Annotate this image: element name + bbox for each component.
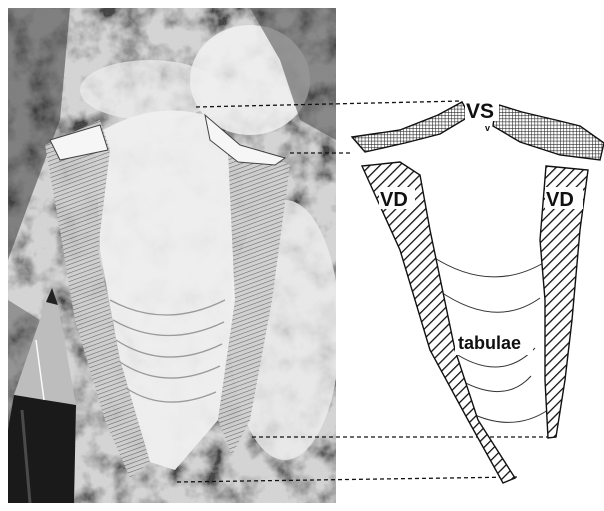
specimen-photo [8,8,340,503]
label-vd-right: VD [546,189,574,211]
label-tabulae: tabulae [458,333,521,353]
label-vs: VS [466,100,494,123]
label-vd-left: VD [380,189,408,211]
interpretive-drawing: VS v VD VD tabulae [352,97,604,483]
vs-region [352,102,470,152]
vs-region [493,104,604,160]
label-vs-mark: v [485,123,490,133]
